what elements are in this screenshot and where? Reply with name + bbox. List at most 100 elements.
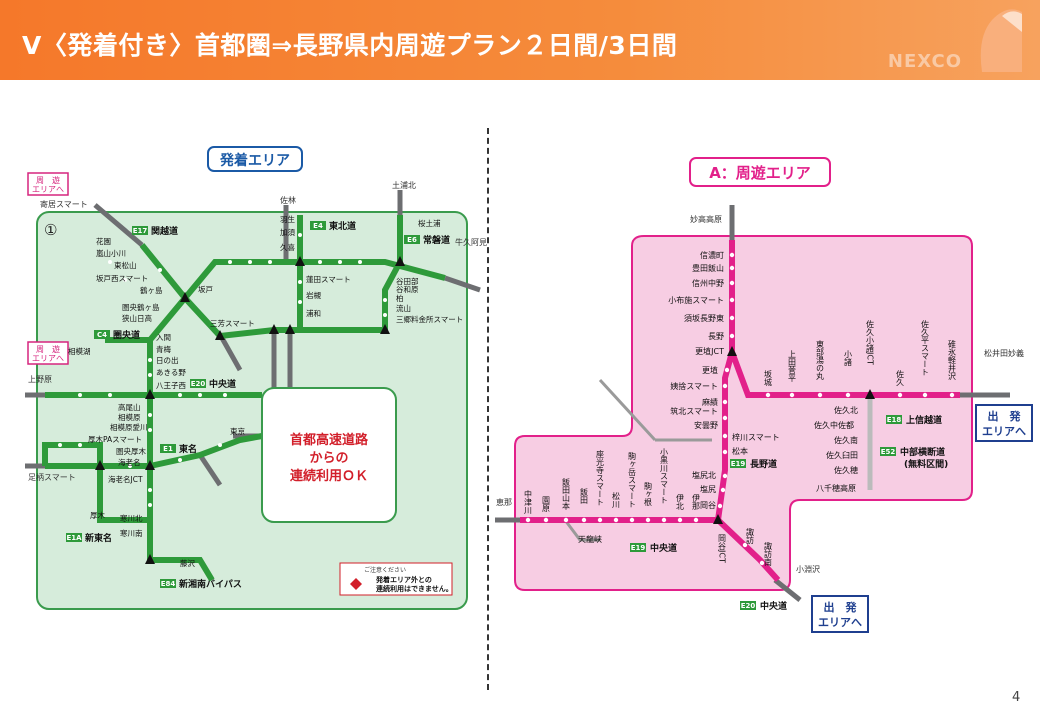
label-ushiku: 牛久阿見	[455, 237, 487, 247]
route-chuo-left: 中央道	[209, 378, 236, 390]
label-ashigara: 足柄スマート	[28, 472, 76, 482]
exit-circuit-mid-line2: エリアへ	[32, 354, 64, 363]
label-uenohara: 上野原	[28, 375, 52, 384]
notice-box: ご注意ください 発着エリア外との 連続利用はできません。	[339, 562, 453, 596]
ic-label: 相模原	[118, 412, 141, 422]
ic-label: 久喜	[280, 242, 295, 252]
ic-label-vertical: 伊北	[676, 493, 685, 511]
exit-circuit-top-line1: 周 遊	[36, 175, 60, 185]
ic-label: 日の出	[156, 355, 179, 365]
ic-label-vertical: 駒ヶ岳スマート	[628, 451, 637, 508]
ic-label: 谷和原	[396, 285, 419, 294]
label-ena: 恵那	[496, 497, 512, 507]
label-matsuida: 松井田妙義	[984, 348, 1024, 358]
ic-label: 更埴JCT	[695, 346, 724, 356]
ic-label: 長野	[708, 332, 724, 341]
ic-label: 寒川南	[120, 528, 143, 538]
ic-label-vertical: 小諸	[844, 350, 853, 366]
ic-label: 海老名JCT	[108, 474, 143, 484]
ic-label-vertical: 伊那	[692, 493, 701, 511]
ic-label: 羽生	[280, 214, 295, 224]
exit-departure-bottom: 出 発 エリアへ	[811, 595, 869, 633]
shutoko-line-2: からの	[309, 451, 348, 466]
ic-label-vertical: 園原	[542, 496, 551, 512]
ic-label: 桜土浦	[418, 218, 441, 228]
route-e4: E4	[313, 222, 323, 230]
ic-label-vertical: 諏訪	[746, 527, 755, 545]
ic-label: 松本	[732, 446, 748, 456]
exit-departure-right-line1: 出 発	[988, 409, 1022, 423]
exit-departure-right-line2: エリアへ	[982, 425, 1026, 438]
ic-label-vertical: 佐久平スマート	[921, 319, 930, 376]
ic-label: 筑北スマート	[670, 406, 718, 416]
notice-title: ご注意ください	[364, 566, 406, 574]
ic-label: 嵐山小川	[96, 248, 126, 258]
route-e84: E84	[161, 580, 176, 588]
ic-label: 岡谷	[700, 501, 716, 510]
ic-label: あきる野	[156, 368, 186, 377]
nexco-logo: NEXCO	[862, 2, 1032, 78]
ic-label-vertical: 上田菅平	[788, 350, 797, 383]
ic-label: 藤沢	[180, 558, 195, 568]
ic-label: 鶴ヶ島	[140, 285, 163, 295]
ic-label: 柏	[396, 293, 404, 303]
ic-label: 谷田部	[396, 276, 419, 286]
route-joban: 常磐道	[423, 234, 450, 246]
ic-label: 三芳スマート	[210, 318, 255, 328]
route-e19-chuo: E19	[631, 544, 646, 552]
route-e1: E1	[163, 445, 173, 453]
ic-label: 圏央厚木	[116, 446, 146, 456]
notice-line1: 発着エリア外との	[375, 575, 432, 584]
route-e6: E6	[407, 236, 417, 244]
ic-label-vertical: 小黒川スマート	[660, 448, 669, 504]
route-shintomei: 新東名	[85, 532, 112, 544]
ic-label: 入間	[156, 333, 171, 342]
left-map: 発着エリア ①	[25, 146, 487, 610]
ic-label: 蓮田スマート	[306, 274, 351, 284]
ic-label: 天龍峡	[578, 534, 602, 544]
ic-label: 浦和	[306, 308, 321, 318]
ic-label: 圏央鶴ヶ島	[122, 302, 160, 312]
ic-label-vertical: 岡谷JCT	[718, 534, 727, 563]
route-chubu: 中部横断道	[900, 446, 945, 458]
route-kanetsu: 関越道	[151, 225, 178, 237]
page-number: 4	[1012, 690, 1021, 705]
ic-label: 八千穂高原	[816, 483, 856, 493]
ic-label-vertical: 佐久	[896, 369, 905, 387]
label-kobuchizawa: 小淵沢	[796, 564, 820, 574]
ic-label: 佐久穂	[834, 465, 858, 475]
route-tomei: 東名	[179, 443, 197, 455]
ic-label: 更埴	[702, 365, 718, 375]
circuit-area	[514, 235, 973, 591]
exit-circuit-mid-line1: 周 遊	[36, 344, 60, 354]
ic-label: 加須	[280, 227, 295, 237]
ic-label: 佐久北	[834, 405, 858, 415]
label-yorii: 寄居スマート	[40, 199, 88, 209]
ic-label: 佐久南	[834, 435, 858, 445]
route-nagano-do: 長野道	[750, 458, 777, 470]
ic-label-vertical: 諏訪南	[764, 541, 773, 566]
route-e20-right: E20	[741, 602, 756, 610]
label-myoko: 妙高高原	[690, 214, 722, 224]
ic-label: 寒川北	[120, 513, 143, 523]
ic-label: 青梅	[156, 344, 171, 354]
ic-label-vertical: 碓氷軽井沢	[948, 339, 957, 381]
header-bar: Ⅴ〈発着付き〉首都圏⇒長野県内周遊プラン２日間/3日間 NEXCO	[0, 0, 1040, 80]
ic-label: 相模原愛川	[110, 422, 148, 432]
ic-label: 佐久中佐都	[814, 420, 854, 430]
ic-label: 八王子西	[156, 381, 186, 390]
route-chubu-free: (無料区間)	[904, 458, 948, 470]
exit-departure-bottom-line2: エリアへ	[818, 616, 862, 629]
ic-label-vertical: 座光寺スマート	[596, 449, 605, 506]
ic-label-vertical: 松川	[612, 491, 621, 508]
route-tohoku: 東北道	[329, 220, 356, 232]
ic-label: 豊田飯山	[692, 263, 724, 273]
departure-area-title: 発着エリア	[219, 152, 290, 169]
exit-departure-bottom-line1: 出 発	[824, 600, 858, 614]
route-e1a: E1A	[66, 534, 82, 542]
route-shinshonan: 新湘南バイパス	[179, 578, 242, 590]
ic-label-vertical: 東部湯の丸	[816, 339, 825, 381]
ic-label-vertical: 飯田山本	[562, 477, 571, 511]
ic-label: 坂戸	[198, 284, 213, 294]
